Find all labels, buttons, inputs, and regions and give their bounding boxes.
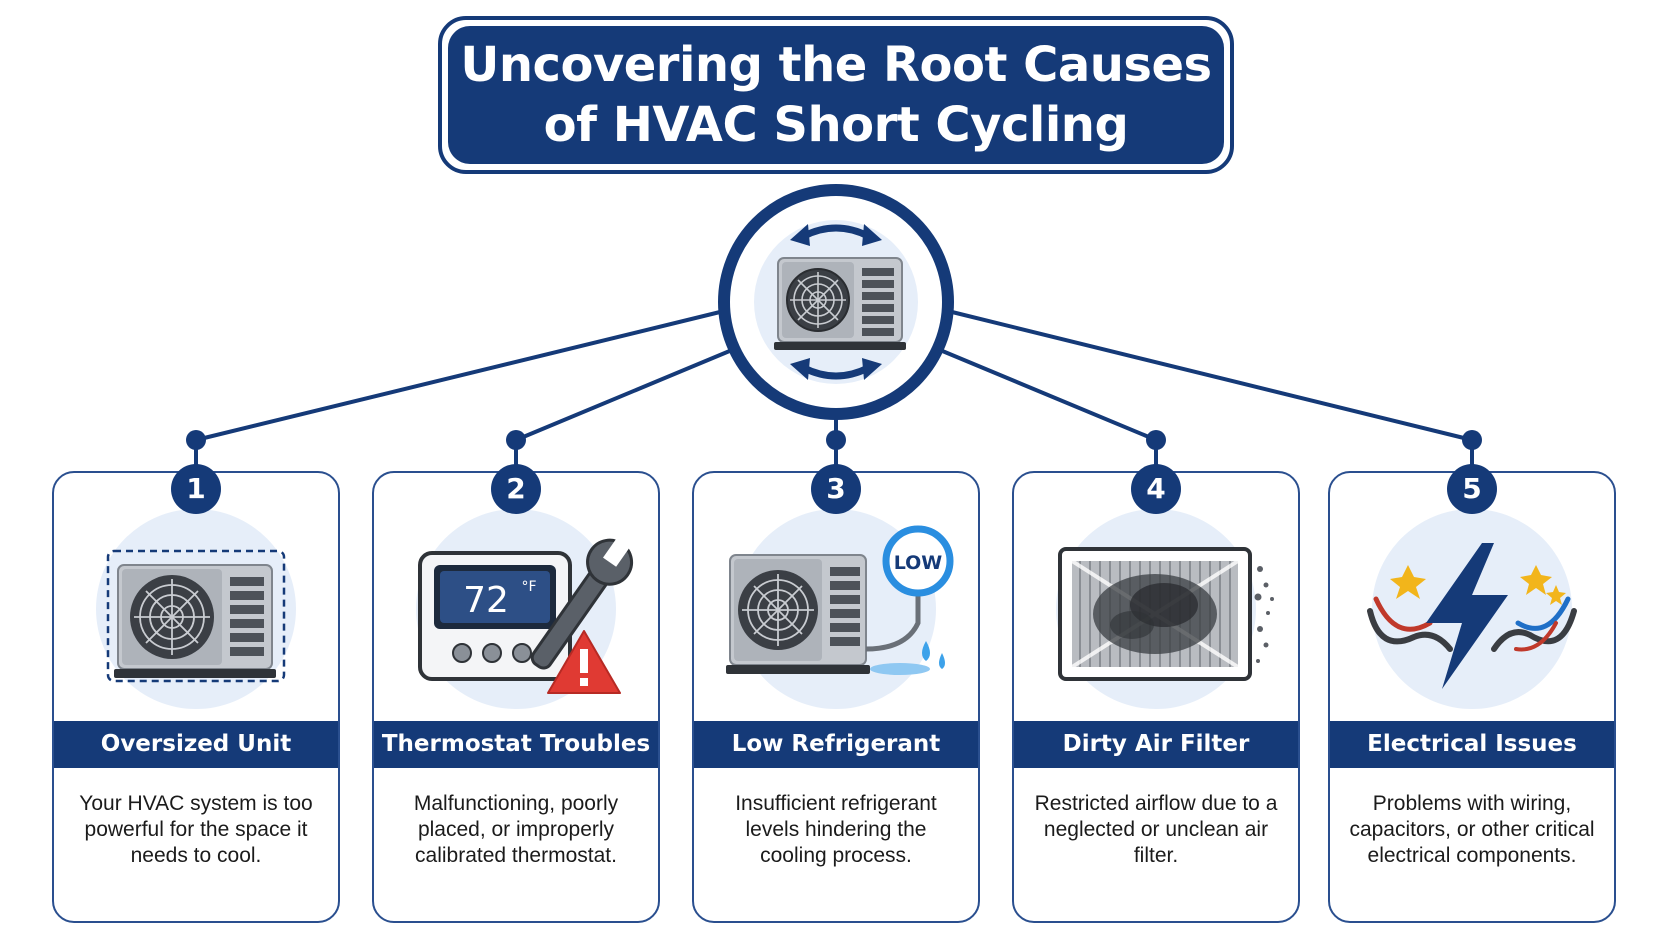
connector-dot-2 [506,430,526,450]
dirty-filter-icon [1056,509,1274,709]
lightning-wires-icon [1367,509,1577,709]
connector-line-2 [514,348,734,442]
connector-line-5 [950,310,1474,442]
leak-drops-icon [870,641,945,675]
connector-dot-5 [1462,430,1482,450]
thermostat-wrench-warning-icon: 72 °F [416,509,634,709]
connector-dot-4 [1146,430,1166,450]
title-banner: Uncovering the Root Causes of HVAC Short… [438,16,1234,174]
title-line-1: Uncovering the Root Causes [460,37,1212,93]
thermostat-unit: °F [521,579,536,595]
warning-icon [547,630,621,694]
cause-description-2: Malfunctioning, poorly placed, or improp… [413,792,619,867]
cause-description-4: Restricted airflow due to a neglected or… [1034,792,1278,867]
cause-description-1: Your HVAC system is too powerful for the… [79,792,313,867]
cycle-arrow-bottom-icon [800,364,872,380]
cause-card-thermostat-troubles: 72 °F Thermostat Troubles Malfunctioning… [372,471,660,923]
cause-description-3: Insufficient refrigerant levels hinderin… [735,792,937,867]
dust-particles-icon [1254,566,1274,663]
central-hub [718,184,954,420]
gauge-label: LOW [894,552,943,574]
cycle-arrow-top-icon [800,224,872,240]
cause-number-badge-4: 4 [1131,464,1181,514]
cause-number-badge-1: 1 [171,464,221,514]
frayed-wires-icon [1367,596,1577,652]
thermostat-reading: 72 [463,580,509,621]
cause-number-badge-5: 5 [1447,464,1497,514]
cause-title-5: Electrical Issues [1330,721,1614,768]
connector-line-4 [938,348,1158,442]
cause-title-1: Oversized Unit [54,721,338,768]
title-banner-fill: Uncovering the Root Causes of HVAC Short… [448,26,1224,164]
cause-card-dirty-air-filter: Dirty Air Filter Restricted airflow due … [1012,471,1300,923]
cause-number-badge-2: 2 [491,464,541,514]
refrigerant-gauge-icon: LOW [726,509,954,709]
pressure-gauge [882,525,954,597]
cause-title-4: Dirty Air Filter [1014,721,1298,768]
oversized-ac-unit-icon [96,509,296,709]
cause-title-3: Low Refrigerant [694,721,978,768]
cause-number-badge-3: 3 [811,464,861,514]
cause-card-low-refrigerant: LOW Low Refrigerant Insufficient refrige… [692,471,980,923]
ac-unit-cycle-icon [754,220,918,384]
wrench-icon [530,536,634,670]
spark-icon [1390,565,1566,605]
lightning-bolt-icon [1426,543,1508,689]
cause-card-oversized-unit: Oversized Unit Your HVAC system is too p… [52,471,340,923]
connector-dot-1 [186,430,206,450]
connector-line-1 [194,310,722,442]
cause-description-5: Problems with wiring, capacitors, or oth… [1349,792,1595,867]
cause-title-2: Thermostat Troubles [374,721,658,768]
title-line-2: of HVAC Short Cycling [543,97,1129,153]
connector-dot-3 [826,430,846,450]
cause-card-electrical-issues: Electrical Issues Problems with wiring, … [1328,471,1616,923]
hub-ac-unit [774,257,906,350]
